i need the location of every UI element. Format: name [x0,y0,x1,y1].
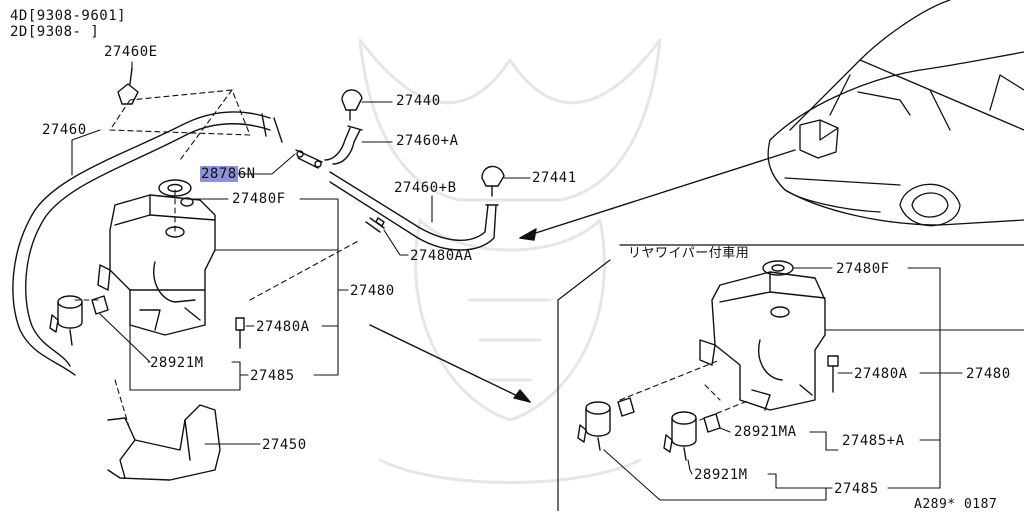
hose-27460A [324,125,363,165]
inset-pump-b [663,411,697,461]
label-27441: 27441 [532,170,577,186]
label-27480F: 27480F [232,191,286,207]
header-line2: 2D[9308- ] [10,24,100,40]
dashed-leaders-main [74,89,361,431]
inset-label-28921M: 28921M [694,467,748,483]
header-line1: 4D[9308-9601] [10,8,127,24]
joint-28786N [295,149,323,169]
label-27485: 27485 [250,368,295,384]
car-sketch [767,0,1024,227]
inset-pump-a [577,401,611,451]
label-27480: 27480 [350,283,395,299]
watermark-logo [358,38,662,484]
arrows [369,149,796,403]
label-27460B: 27460+B [394,180,457,196]
label-27480AA: 27480AA [410,248,473,264]
inset-leaders [603,267,1024,501]
inset-label-27480: 27480 [966,366,1011,382]
nozzle-27440 [341,89,363,121]
bracket-small-main [91,295,109,315]
inset-frame [557,244,1024,511]
label-28786N-rest: 6N [237,166,256,182]
clip-27460E [117,67,139,105]
pump-28921M [49,295,83,346]
inset-brackets [617,397,721,433]
label-27460: 27460 [42,122,87,138]
tank-27480 [97,194,216,336]
bolt-27480A-main [235,317,245,349]
inset-title: リヤワイパー付車用 [628,246,750,261]
bolt-27480AA [365,217,385,233]
inset-dashed [619,359,751,421]
inset-label-27480A: 27480A [854,366,908,382]
label-28786N: 28786N [200,166,256,182]
hose-27460B [329,171,499,251]
inset-label-27480F: 27480F [836,261,890,277]
bracket-27450 [107,404,221,481]
label-27460E: 27460E [104,44,158,60]
diagram-code: A289* 0187 [914,497,998,512]
label-27440: 27440 [396,93,441,109]
cap-27480F [158,179,194,207]
inset-label-27485: 27485 [834,481,879,497]
label-27460A: 27460+A [396,133,459,149]
leaders-main [71,61,531,445]
nozzle-27441 [481,165,505,197]
label-28921M: 28921M [150,355,204,371]
inset-tank [699,260,826,411]
inset-bolt [827,355,839,393]
inset-label-27485A: 27485+A [842,433,905,449]
highlight-28786N: 2878 [200,166,238,182]
label-27480A: 27480A [256,319,310,335]
inset-label-28921MA: 28921MA [734,424,797,440]
hose-27460 [12,111,283,376]
label-27450: 27450 [262,437,307,453]
